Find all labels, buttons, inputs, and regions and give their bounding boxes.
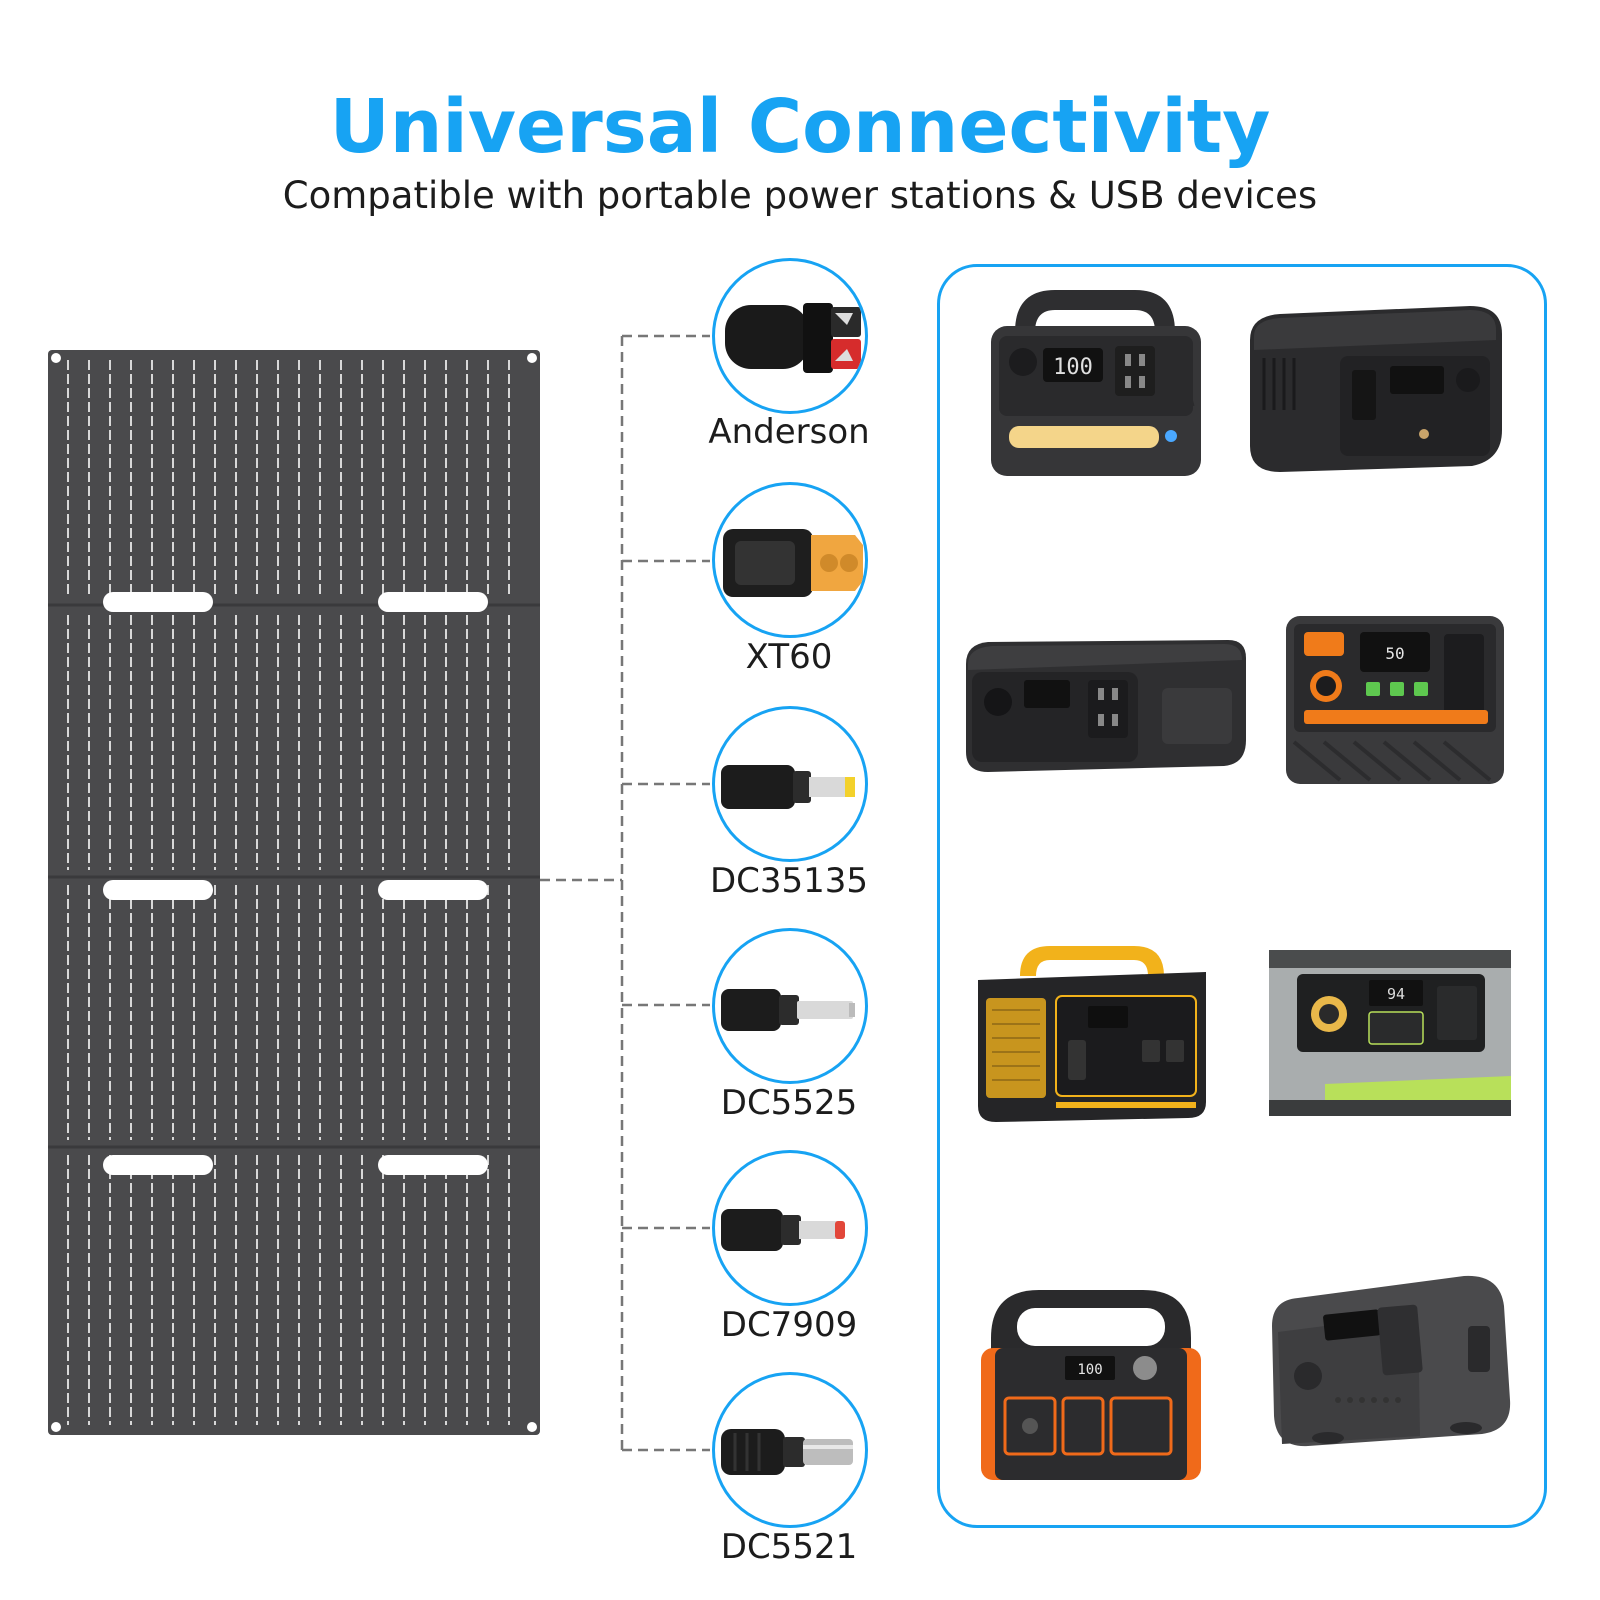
- power-station-3: [958, 630, 1254, 780]
- power-station-1-icon: 100: [991, 290, 1201, 476]
- connector-label-anderson: Anderson: [708, 412, 870, 452]
- device-4-display: 50: [1385, 644, 1404, 663]
- dc35135-connector: [712, 706, 868, 862]
- dc5525-plug-icon: [721, 989, 855, 1031]
- panel-handle-slot: [103, 592, 213, 612]
- panel-grommet: [51, 353, 61, 363]
- power-station-2-icon: [1250, 306, 1502, 472]
- dc7909-plug-icon: [721, 1209, 845, 1251]
- power-station-6-icon: 94: [1269, 950, 1511, 1116]
- dc5525-connector: [712, 928, 868, 1084]
- panel-handle-slot: [378, 592, 488, 612]
- panel-grommet: [527, 1422, 537, 1432]
- connector-label-dc5525: DC5525: [720, 1083, 858, 1123]
- dc5521-connector: [712, 1372, 868, 1528]
- page-subtitle: Compatible with portable power stations …: [282, 174, 1318, 217]
- anderson-connector-icon: [725, 303, 861, 373]
- panel-handle-slot: [378, 880, 488, 900]
- page-title: Universal Connectivity: [329, 84, 1271, 170]
- power-station-8-icon: [1272, 1275, 1511, 1447]
- power-station-1: 100: [985, 282, 1211, 482]
- power-station-8: [1268, 1270, 1516, 1448]
- power-station-5: [970, 936, 1214, 1126]
- device-1-display: 100: [1053, 355, 1093, 380]
- solar-panel: [48, 350, 540, 1435]
- power-station-5-icon: [978, 946, 1206, 1122]
- dc35135-plug-icon: [721, 765, 855, 809]
- panel-handle-slot: [103, 1155, 213, 1175]
- device-7-display: 100: [1077, 1362, 1102, 1378]
- panel-grommet: [51, 1422, 61, 1432]
- power-station-2: [1240, 300, 1510, 480]
- power-station-4-icon: 50: [1286, 616, 1504, 784]
- connector-label-dc7909: DC7909: [720, 1305, 858, 1345]
- panel-handle-slot: [103, 880, 213, 900]
- power-station-7-icon: 100: [981, 1290, 1201, 1480]
- connector-label-dc35135: DC35135: [709, 861, 869, 901]
- power-station-4: 50: [1280, 610, 1510, 790]
- solar-panel-cells: [48, 353, 540, 1432]
- power-station-7: 100: [975, 1284, 1207, 1484]
- connector-label-dc5521: DC5521: [720, 1527, 858, 1567]
- connector-label-xt60: XT60: [745, 637, 833, 677]
- device-6-display: 94: [1387, 985, 1405, 1003]
- power-station-3-icon: [966, 640, 1246, 772]
- dc7909-connector: [712, 1150, 868, 1306]
- panel-grommet: [527, 353, 537, 363]
- anderson-connector: [712, 258, 868, 414]
- dc5521-plug-icon: [721, 1429, 853, 1475]
- xt60-connector-icon: [723, 529, 863, 597]
- xt60-connector: [712, 482, 868, 638]
- power-station-6: 94: [1265, 946, 1515, 1120]
- panel-handle-slot: [378, 1155, 488, 1175]
